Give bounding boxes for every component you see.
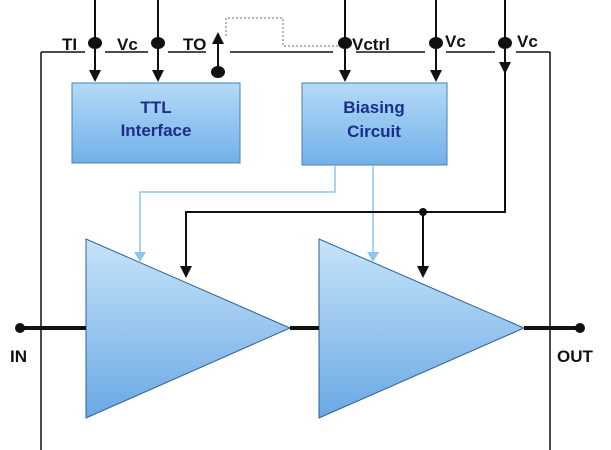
bias-line-amp1 [134,165,336,262]
vc-supply-wires [180,72,506,278]
amplifier-stage-2 [318,238,526,419]
bias-label-line1: Biasing [343,98,404,117]
pin-vc-3 [498,0,512,74]
label-vctrl: Vctrl [352,35,390,54]
rf-input-path [15,323,86,333]
label-ti: TI [62,35,77,54]
ttl-interface-block: TTL Interface [71,82,241,164]
bias-label-line2: Circuit [347,122,401,141]
label-out: OUT [557,347,594,366]
package-outline [40,51,551,450]
pin-ti [88,0,102,82]
ttl-label-line1: TTL [140,98,171,117]
biasing-circuit-block: Biasing Circuit [301,82,448,166]
ttl-label-line2: Interface [121,121,192,140]
bias-line-amp2 [367,165,379,262]
pin-vc-2 [429,0,443,82]
label-vc-1: Vc [117,35,138,54]
label-vc-3: Vc [517,32,538,51]
pin-to [211,32,225,78]
label-in: IN [10,347,27,366]
to-vctrl-dotted-link [225,17,344,47]
pin-vc-1 [151,0,165,82]
label-to: TO [183,35,206,54]
label-vc-2: Vc [445,32,466,51]
pin-vctrl [338,0,352,82]
rf-output-path [524,323,585,333]
amplifier-stage-1 [85,238,292,419]
